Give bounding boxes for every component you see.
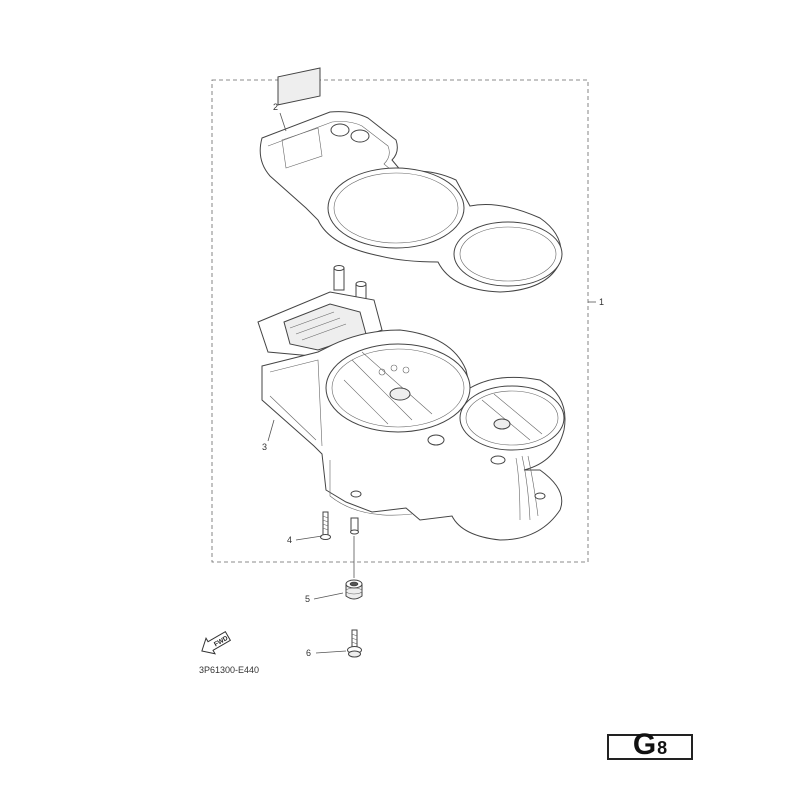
callout-3: 3	[262, 442, 267, 452]
part-3-meter-housing[interactable]	[257, 291, 566, 541]
callout-2: 2	[273, 102, 278, 112]
page-badge-number: 8	[657, 738, 668, 758]
page-badge-letter: G	[632, 728, 657, 761]
page-badge: G 8	[607, 728, 693, 761]
callout-1: 1	[599, 297, 604, 307]
diagram-code: 3P61300-E440	[199, 665, 259, 675]
callout-5: 5	[305, 594, 310, 604]
leader-lines	[267, 112, 596, 654]
fwd-arrow-icon: FWD	[201, 630, 232, 655]
lower-boss	[350, 517, 359, 578]
upper-bosses	[333, 265, 367, 307]
callout-4: 4	[287, 535, 292, 545]
part-2-meter-cover[interactable]	[259, 67, 563, 293]
assembly-boundary	[211, 79, 589, 563]
part-4-screw[interactable]	[320, 511, 331, 540]
part-5-grommet[interactable]	[345, 579, 363, 600]
callout-6: 6	[306, 648, 311, 658]
part-6-screw[interactable]	[347, 629, 362, 658]
